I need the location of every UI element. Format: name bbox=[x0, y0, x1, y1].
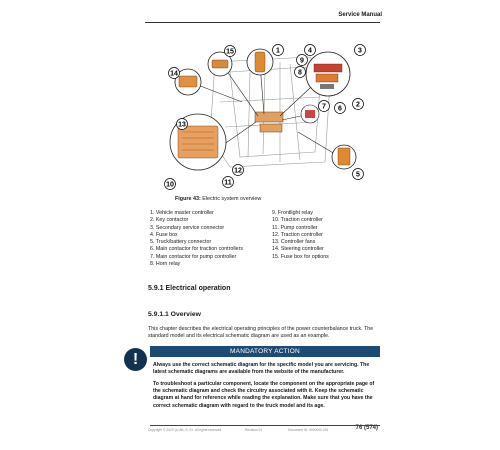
callout-label: 13 bbox=[178, 122, 186, 129]
callout-label: 10 bbox=[166, 182, 174, 189]
legend-column-2: 9. Frontlight relay 10. Traction control… bbox=[272, 210, 329, 261]
callout-label: 5 bbox=[356, 172, 360, 179]
callout-label: 7 bbox=[322, 104, 326, 111]
mandatory-bottom-rule bbox=[150, 425, 380, 426]
mandatory-paragraph-2: To troubleshoot a particular component, … bbox=[153, 381, 375, 409]
legend-item: 14. Steering controller bbox=[272, 246, 324, 253]
legend-item: 15. Fuse box for options bbox=[272, 253, 329, 260]
figure-caption-text: Electric system overview bbox=[202, 196, 262, 202]
legend-item: 11. Pump controller bbox=[272, 224, 318, 231]
callout-label: 11 bbox=[224, 180, 232, 187]
figure-caption: Figure 43: Electric system overview bbox=[175, 196, 261, 202]
exclamation-icon: ! bbox=[124, 348, 147, 371]
legend-item: 2. Key contactor bbox=[150, 217, 189, 224]
footer-copyright: Copyright © 2023 (c) AB ,S. 01. All righ… bbox=[148, 428, 222, 432]
figure-caption-label: Figure 43: bbox=[175, 196, 201, 202]
subsection-heading: 5.9.1.1 Overview bbox=[148, 311, 201, 318]
overview-paragraph: This chapter describes the electrical op… bbox=[148, 326, 374, 340]
legend-item: 12. Traction controller bbox=[272, 231, 323, 238]
page-number: 76 (574) bbox=[355, 425, 378, 431]
header-divider bbox=[145, 22, 380, 23]
legend-column-1: 1. Vehicle master controller 2. Key cont… bbox=[150, 210, 243, 268]
legend-item: 4. Fuse box bbox=[150, 231, 178, 238]
mandatory-action-box: ! MANDATORY ACTION Always use the correc… bbox=[124, 346, 380, 428]
footer-document-id: Document ID: 0000000-001 bbox=[288, 428, 329, 432]
legend-item: 3. Secondary service connector bbox=[150, 224, 225, 231]
callout-label: 12 bbox=[234, 168, 242, 175]
electric-system-illustration: 15 1 4 3 9 8 14 7 6 2 13 12 10 11 5 bbox=[164, 44, 366, 190]
callout-label: 4 bbox=[308, 48, 312, 55]
callout-label: 15 bbox=[226, 49, 234, 56]
section-heading: 5.9.1 Electrical operation bbox=[148, 285, 231, 292]
legend-item: 13. Controller fans bbox=[272, 239, 316, 246]
legend-item: 10. Traction controller bbox=[272, 217, 323, 224]
mandatory-action-title: MANDATORY ACTION bbox=[150, 346, 380, 357]
callout-label: 2 bbox=[356, 102, 360, 109]
legend-item: 8. Horn relay bbox=[150, 261, 181, 268]
callout-label: 14 bbox=[170, 71, 178, 78]
mandatory-paragraph-1: Always use the correct schematic diagram… bbox=[153, 362, 370, 376]
legend-item: 7. Main contactor for pump controller bbox=[150, 253, 237, 260]
callout-label: 3 bbox=[358, 48, 362, 55]
legend-item: 5. Truck/battery connector bbox=[150, 239, 212, 246]
legend-item: 1. Vehicle master controller bbox=[150, 210, 214, 216]
legend-item: 9. Frontlight relay bbox=[272, 210, 313, 216]
callout-label: 1 bbox=[276, 48, 280, 55]
footer-revision: Revision 01 bbox=[245, 428, 263, 432]
callout-label: 8 bbox=[298, 70, 302, 77]
callout-label: 6 bbox=[338, 106, 342, 113]
callout-label: 9 bbox=[300, 58, 304, 65]
legend-item: 6. Main contactor for traction controlle… bbox=[150, 246, 244, 253]
manual-title: Service Manual bbox=[338, 12, 382, 18]
